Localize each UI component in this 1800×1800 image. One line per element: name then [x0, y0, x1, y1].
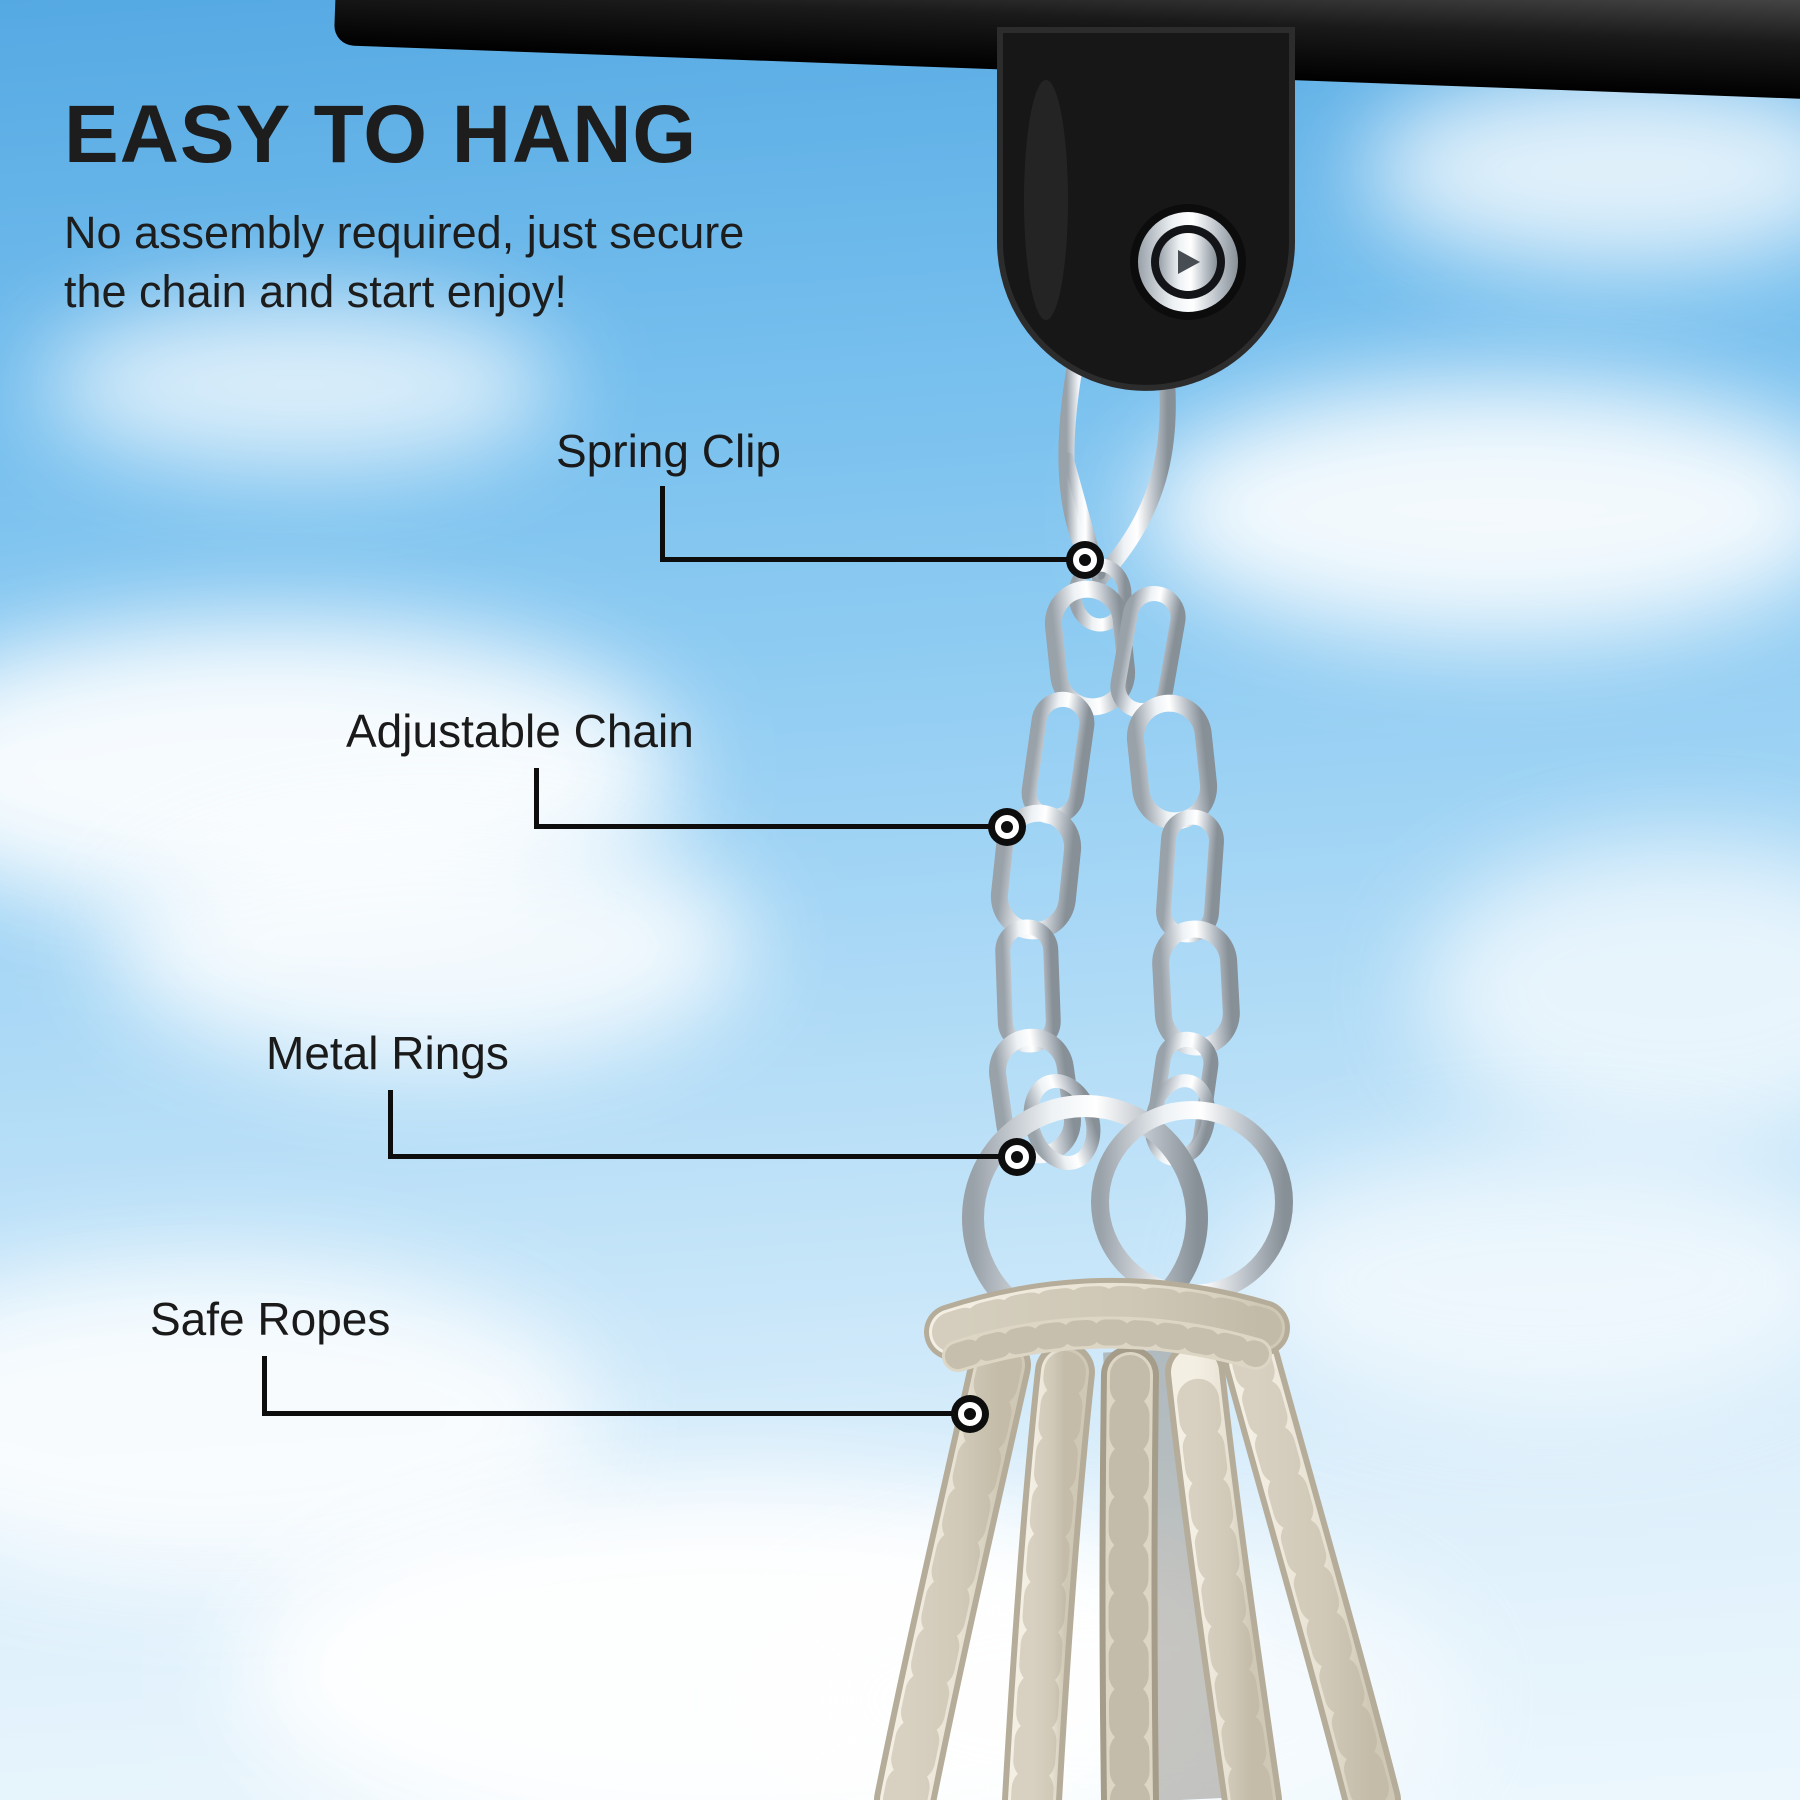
page-title: EASY TO HANG [64, 89, 698, 180]
leader-line-horizontal [262, 1411, 953, 1416]
callout-dot [988, 808, 1026, 846]
subtitle-line-1: No assembly required, just secure [64, 207, 745, 259]
callout-dot [998, 1138, 1036, 1176]
callout-label: Adjustable Chain [346, 705, 694, 757]
leader-line-vertical [262, 1356, 267, 1415]
heading-block: EASY TO HANG No assembly required, just … [64, 89, 744, 321]
bracket-screw [1130, 204, 1246, 320]
rope-wrap [924, 1278, 1290, 1372]
leader-line-horizontal [660, 557, 1068, 562]
leader-line-vertical [388, 1090, 393, 1158]
leader-line-vertical [660, 486, 665, 562]
page-subtitle: No assembly required, just secure the ch… [64, 204, 744, 321]
callout-dot [1066, 541, 1104, 579]
leader-line-vertical [534, 768, 539, 828]
cloud [1140, 380, 1800, 640]
subtitle-line-2: the chain and start enjoy! [64, 265, 567, 317]
leader-line-horizontal [388, 1154, 1000, 1159]
cloud [1230, 1150, 1800, 1410]
safe-ropes-hardware [874, 1278, 1401, 1800]
cloud [40, 300, 560, 470]
callout-label: Spring Clip [556, 425, 781, 477]
callout-label: Safe Ropes [150, 1293, 391, 1345]
leader-line-horizontal [534, 824, 990, 829]
callout-dot [951, 1395, 989, 1433]
hanging-bracket [997, 27, 1295, 391]
chain-left-strand [989, 580, 1136, 1164]
ceiling-bar [334, 0, 1800, 108]
callout-label: Metal Rings [266, 1027, 509, 1079]
cloud [1360, 70, 1800, 270]
cloud [110, 820, 750, 1070]
